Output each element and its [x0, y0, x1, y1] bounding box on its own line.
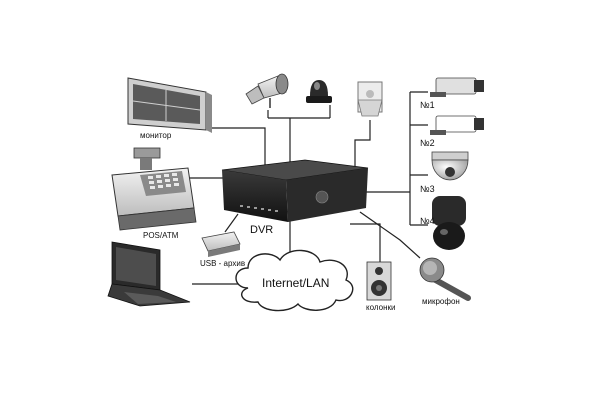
usb-label: USB - архив [200, 259, 245, 268]
line-microphone [360, 212, 420, 258]
monitor-icon [128, 78, 212, 133]
camera-3-label: №3 [420, 184, 435, 194]
ptz-camera-icon [432, 196, 466, 250]
camera-2-label: №2 [420, 138, 435, 148]
dvr-icon [222, 160, 368, 222]
horn-speaker-icon [246, 74, 288, 108]
box-camera-icon [430, 78, 484, 97]
speakers-label: колонки [366, 303, 395, 312]
camera-4-label: №4 [420, 216, 435, 226]
pos-terminal-icon [112, 148, 196, 230]
line-alarm-bus [268, 105, 330, 162]
siren-lamp-icon [306, 80, 332, 103]
usb-drive-icon [202, 232, 240, 257]
line-speakers [350, 224, 380, 262]
speaker-icon [367, 262, 391, 300]
dome-camera-icon [432, 152, 468, 180]
monitor-label: монитор [140, 131, 172, 140]
box-camera-icon [430, 116, 484, 135]
microphone-icon [420, 258, 468, 298]
sensor-icon [358, 82, 382, 116]
line-usb [225, 214, 238, 232]
line-monitor [192, 128, 265, 170]
microphone-label: микрофон [422, 297, 460, 306]
dvr-label: DVR [250, 224, 273, 236]
laptop-icon [108, 242, 190, 306]
camera-1-label: №1 [420, 100, 435, 110]
line-sensor [355, 120, 370, 168]
pos-label: POS/ATM [143, 231, 179, 240]
network-label: Internet/LAN [262, 276, 329, 290]
